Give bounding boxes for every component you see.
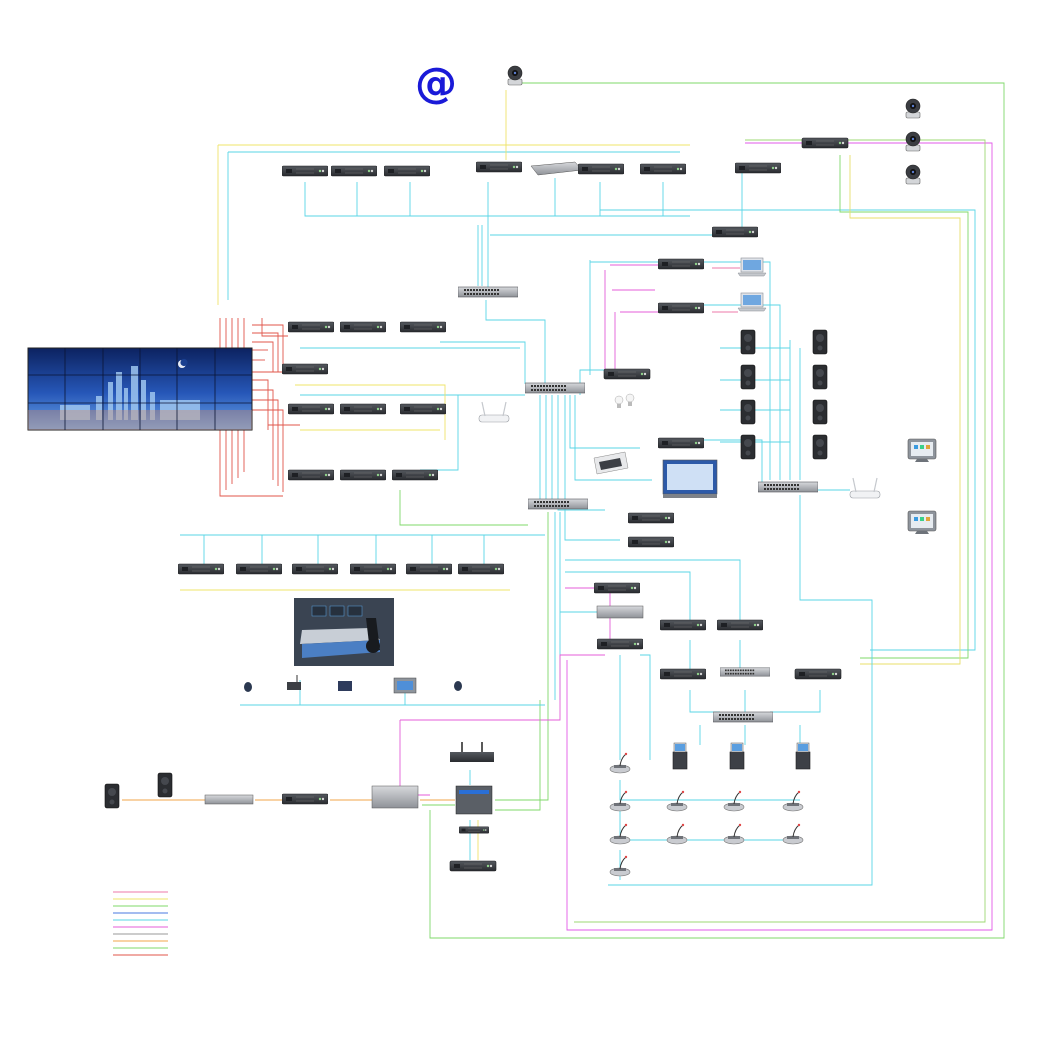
rack-device-icon xyxy=(660,668,706,680)
wall-speaker-icon xyxy=(812,329,828,355)
internet-icon: @ xyxy=(415,58,457,107)
network-switch-icon xyxy=(525,382,585,394)
gooseneck-mic-icon xyxy=(723,790,745,812)
network-switch-icon xyxy=(720,667,770,677)
rack-device-icon xyxy=(292,563,338,575)
gooseneck-mic-icon xyxy=(666,790,688,812)
wall-speaker-icon xyxy=(740,364,756,390)
network-switch-icon xyxy=(713,711,773,723)
audio-mixer-icon xyxy=(455,785,493,815)
connection-wires xyxy=(122,82,1005,939)
camera-controller-device xyxy=(801,137,849,149)
rack-device-icon xyxy=(288,321,334,333)
rack-device-icon xyxy=(476,161,522,173)
power-amplifier-icon xyxy=(204,794,254,805)
laptop-icon xyxy=(737,292,767,312)
gooseneck-mic-icon xyxy=(666,823,688,845)
rack-device-icon xyxy=(340,469,386,481)
rack-device-icon xyxy=(331,165,377,177)
rack-device-icon xyxy=(449,860,497,872)
rack-device-icon xyxy=(578,163,624,175)
rack-device-icon xyxy=(658,302,704,314)
paperless-terminal-icon xyxy=(795,742,811,770)
server-icon xyxy=(530,161,583,176)
rack-device-icon xyxy=(640,163,686,175)
rack-device-icon xyxy=(712,226,758,238)
rack-device-icon xyxy=(594,582,640,594)
gooseneck-mic-icon xyxy=(782,823,804,845)
wall-speaker-icon xyxy=(740,399,756,425)
wall-speaker-icon xyxy=(812,399,828,425)
ptz-camera-icon xyxy=(905,164,921,185)
rack-device-icon xyxy=(178,563,224,575)
laptop-icon xyxy=(737,257,767,277)
mixer-amp-icon xyxy=(371,785,419,809)
rack-device-icon xyxy=(660,619,706,631)
rack-device-icon xyxy=(628,536,674,548)
rack-device-icon xyxy=(340,403,386,415)
rack-device-icon xyxy=(236,563,282,575)
network-switch-icon xyxy=(458,286,518,298)
paperless-terminal-icon xyxy=(729,742,745,770)
light-bulb-icon xyxy=(614,393,635,408)
paperless-terminal-icon xyxy=(672,742,688,770)
video-wall-icon xyxy=(27,347,253,431)
devices-layer: @ xyxy=(27,58,937,956)
ptz-camera-icon xyxy=(905,98,921,119)
audio-processor-icon xyxy=(282,793,328,805)
touch-panel-icon xyxy=(907,438,937,462)
rack-device-icon xyxy=(597,638,643,650)
floor-speaker-icon xyxy=(104,783,120,809)
wireless-router-icon xyxy=(849,477,881,499)
rack-device-icon xyxy=(288,469,334,481)
rack-device-icon xyxy=(350,563,396,575)
gooseneck-mic-icon xyxy=(723,823,745,845)
rack-device-icon xyxy=(603,368,651,380)
rack-device-icon xyxy=(288,403,334,415)
touch-panel-icon xyxy=(907,510,937,534)
wireless-router-icon xyxy=(478,401,510,423)
wall-speaker-icon xyxy=(740,434,756,460)
control-monitor-icon xyxy=(662,459,718,498)
wireless-mic-receiver-icon xyxy=(450,742,494,762)
wall-speaker-icon xyxy=(812,364,828,390)
air-conditioner-icon xyxy=(593,451,629,475)
ptz-camera-icon xyxy=(507,65,523,86)
conference-host-icon xyxy=(596,605,644,619)
keyboard-icon xyxy=(338,681,352,691)
rack-device-icon xyxy=(400,403,446,415)
network-switch-icon xyxy=(528,498,588,510)
rack-device-icon xyxy=(658,258,704,270)
mouse-icon xyxy=(244,682,252,692)
touch-panel-icon xyxy=(393,677,417,694)
rack-device-icon xyxy=(628,512,674,524)
floor-speaker-icon xyxy=(157,772,173,798)
rack-device-icon xyxy=(717,619,763,631)
mouse-icon xyxy=(454,681,462,691)
rack-device-icon xyxy=(459,826,489,834)
rack-device-icon xyxy=(658,437,704,449)
control-console-icon xyxy=(294,598,394,666)
rack-device-icon xyxy=(384,165,430,177)
rack-device-icon xyxy=(282,363,328,375)
rack-device-icon xyxy=(406,563,452,575)
wall-speaker-icon xyxy=(740,329,756,355)
intercom-icon xyxy=(287,675,301,690)
rack-device-icon xyxy=(340,321,386,333)
ptz-camera-icon xyxy=(905,131,921,152)
rack-device-icon xyxy=(458,563,504,575)
wall-speaker-icon xyxy=(812,434,828,460)
rack-device-icon xyxy=(794,668,842,680)
gooseneck-mic-icon xyxy=(782,790,804,812)
rack-device-icon xyxy=(735,162,781,174)
legend xyxy=(113,891,168,956)
rack-device-icon xyxy=(392,469,438,481)
rack-device-icon xyxy=(400,321,446,333)
rack-device-icon xyxy=(282,165,328,177)
network-switch-icon xyxy=(758,481,818,493)
